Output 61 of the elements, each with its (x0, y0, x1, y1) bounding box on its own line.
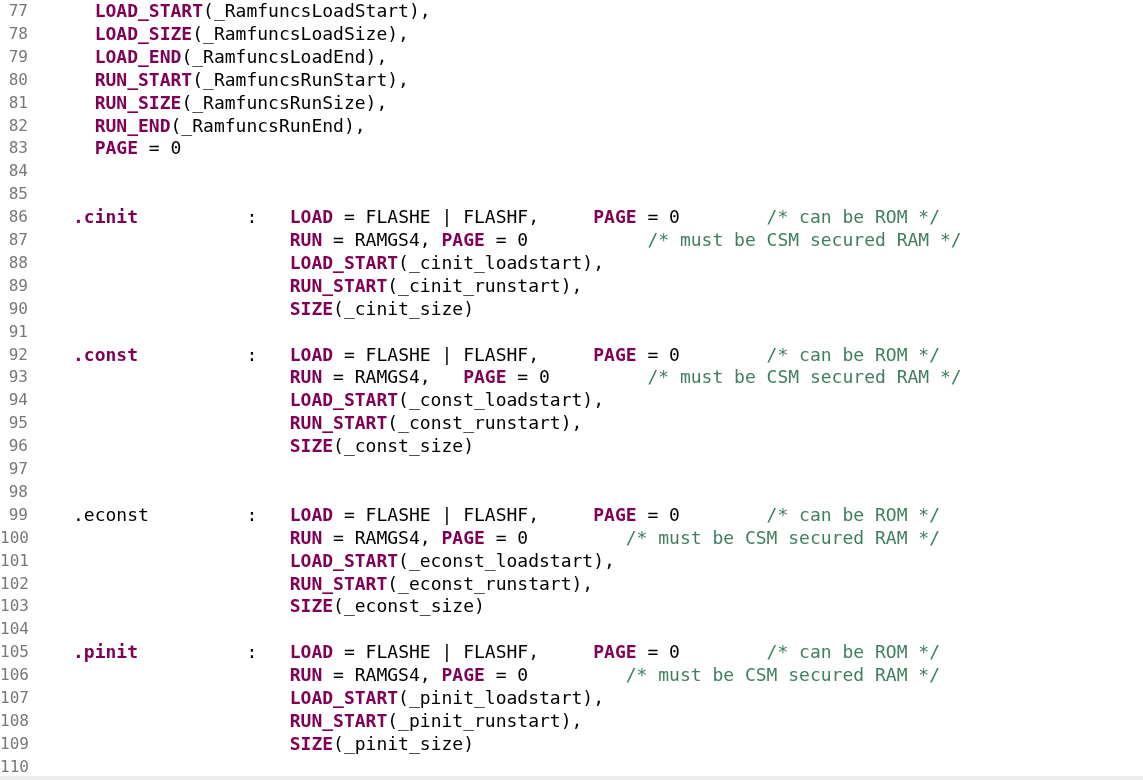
line-number: 87 (7, 229, 28, 251)
code-line: SIZE(_cinit_size) (289, 297, 474, 321)
code-line: RUN_START(_cinit_runstart), (289, 274, 583, 298)
line-number: 107 (0, 687, 28, 709)
code-line: .pinit : LOAD = FLASHE | FLASHF, PAGE = 0 /* can be ROM */ (73, 641, 940, 665)
line-number: 84 (7, 160, 28, 183)
line-number: 105 (0, 641, 28, 664)
line-number: 103 (0, 595, 28, 618)
code-line: RUN = RAMGS4, PAGE = 0 /* must be CSM secured RAM */ (289, 526, 940, 550)
line-number: 110 (0, 755, 28, 778)
line-number: 97 (7, 458, 28, 480)
code-line: .const : LOAD = FLASHE | FLASHF, PAGE = 0 /* can be ROM */ (73, 343, 940, 367)
line-number: 104 (0, 618, 28, 641)
line-number: 92 (7, 343, 28, 366)
code-line: LOAD_START(_RamfuncsLoadStart), (94, 0, 431, 23)
line-number: 99 (7, 503, 28, 526)
code-line: SIZE(_econst_size) (289, 595, 485, 619)
code-line: RUN_START(_econst_runstart), (289, 572, 594, 596)
line-number: 89 (7, 274, 28, 297)
code-line: PAGE = 0 (94, 137, 182, 161)
line-number: 79 (7, 45, 28, 68)
code-line: SIZE(_pinit_size) (289, 732, 474, 756)
line-number: 90 (7, 297, 28, 320)
code-line: LOAD_START(_const_loadstart), (289, 389, 604, 413)
code-line: LOAD_SIZE(_RamfuncsLoadSize), (94, 22, 409, 46)
code-line: RUN_SIZE(_RamfuncsRunSize), (94, 91, 388, 115)
line-number: 91 (7, 320, 28, 343)
code-line: LOAD_START(_pinit_loadstart), (289, 687, 604, 710)
line-number: 81 (7, 91, 28, 114)
code-line: LOAD_START(_cinit_loadstart), (289, 251, 604, 275)
code-line: .econst : LOAD = FLASHE | FLASHF, PAGE = 0 /* can be ROM */ (73, 503, 940, 527)
code-line: .cinit : LOAD = FLASHE | FLASHF, PAGE = 0 /* can be ROM */ (73, 206, 940, 229)
line-number: 95 (7, 412, 28, 435)
line-number: 88 (7, 251, 28, 274)
line-number: 93 (7, 366, 28, 389)
code-line: RUN_END(_RamfuncsRunEnd), (94, 114, 366, 138)
line-number: 98 (7, 480, 28, 503)
line-number: 108 (0, 709, 28, 732)
line-number: 100 (0, 526, 28, 549)
line-number: 80 (7, 68, 28, 91)
line-number: 101 (0, 549, 28, 572)
line-number: 94 (7, 389, 28, 412)
line-number: 96 (7, 435, 28, 458)
line-number: 102 (0, 572, 28, 595)
code-line: RUN_START(_RamfuncsRunStart), (94, 68, 409, 92)
line-number: 85 (7, 183, 28, 206)
code-line: RUN = RAMGS4, PAGE = 0 /* must be CSM secured RAM */ (289, 366, 962, 390)
line-number: 82 (7, 114, 28, 137)
line-number: 78 (7, 22, 28, 45)
code-line: SIZE(_const_size) (289, 435, 474, 458)
code-line: RUN = RAMGS4, PAGE = 0 /* must be CSM secured RAM */ (289, 664, 940, 687)
code-line: LOAD_START(_econst_loadstart), (289, 549, 615, 573)
line-number: 86 (7, 206, 28, 229)
line-number: 109 (0, 732, 28, 755)
code-line: RUN_START(_pinit_runstart), (289, 709, 583, 733)
code-line: RUN = RAMGS4, PAGE = 0 /* must be CSM secured RAM */ (289, 229, 962, 252)
line-number: 106 (0, 664, 28, 687)
code-line: LOAD_END(_RamfuncsLoadEnd), (94, 45, 388, 69)
line-number: 77 (7, 0, 28, 22)
line-number: 83 (7, 137, 28, 160)
code-line: RUN_START(_const_runstart), (289, 412, 583, 436)
